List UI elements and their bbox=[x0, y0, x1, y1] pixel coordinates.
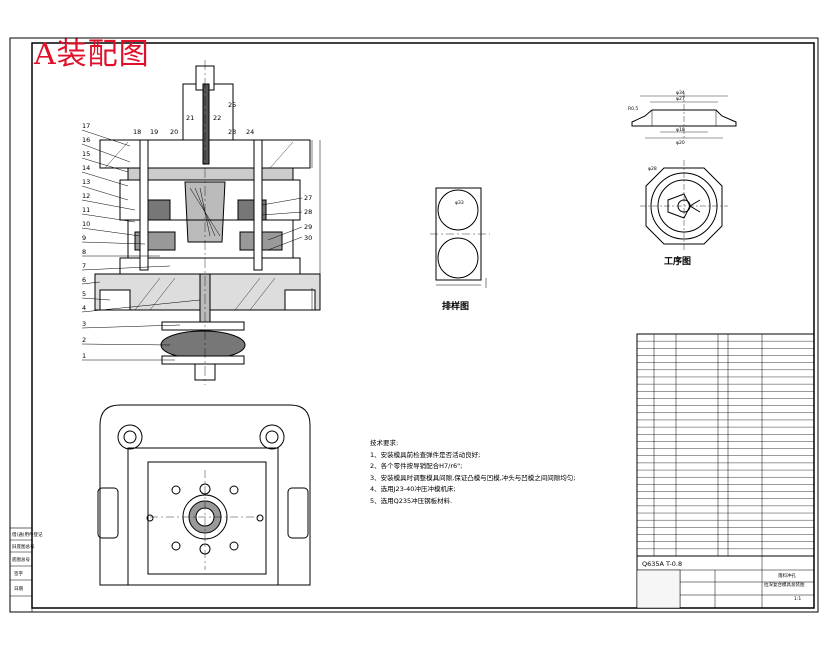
blank-diameter-label: φ33 bbox=[455, 200, 464, 206]
svg-text:21: 21 bbox=[186, 114, 194, 122]
svg-text:6: 6 bbox=[82, 276, 86, 284]
process-section-dims: φ34 φ27 φ18 φ20 R0.5 bbox=[628, 90, 685, 146]
svg-text:23: 23 bbox=[228, 128, 236, 136]
svg-text:27: 27 bbox=[304, 194, 312, 202]
drawing-scale: 1:1 bbox=[794, 596, 801, 602]
svg-text:2: 2 bbox=[82, 336, 86, 344]
svg-text:φ20: φ20 bbox=[676, 140, 685, 146]
svg-text:10: 10 bbox=[82, 220, 90, 228]
process-side-dim: φ28 bbox=[648, 166, 657, 172]
svg-text:日期: 日期 bbox=[14, 586, 23, 592]
svg-text:3: 3 bbox=[82, 320, 86, 328]
drawing-number: Q635A T-0.8 bbox=[642, 560, 682, 568]
technical-notes-heading: 技术要求: bbox=[370, 439, 399, 447]
svg-text:11: 11 bbox=[82, 206, 90, 214]
svg-text:30: 30 bbox=[304, 234, 312, 242]
plan-view bbox=[97, 404, 311, 586]
svg-text:16: 16 bbox=[82, 136, 90, 144]
svg-text:9: 9 bbox=[82, 234, 86, 242]
svg-text:4: 4 bbox=[82, 304, 86, 312]
right-part-numbers: 27 28 29 30 bbox=[261, 194, 312, 251]
svg-text:22: 22 bbox=[213, 114, 221, 122]
left-part-numbers: 17 16 15 14 13 12 11 10 9 8 7 6 5 4 3 2 … bbox=[82, 122, 90, 360]
svg-text:28: 28 bbox=[304, 208, 312, 216]
top-part-numbers: 18 19 20 21 22 23 24 25 bbox=[133, 101, 254, 136]
left-margin-labels: 借(通)用件登记 旧底图总号 底图总号 签字 日期 bbox=[12, 531, 43, 592]
blank-layout-view bbox=[430, 187, 490, 288]
svg-text:7: 7 bbox=[82, 262, 86, 270]
svg-text:φ18: φ18 bbox=[676, 127, 685, 133]
svg-text:29: 29 bbox=[304, 223, 312, 231]
svg-text:φ34: φ34 bbox=[676, 90, 685, 96]
svg-text:旧底图总号: 旧底图总号 bbox=[12, 543, 35, 550]
left-margin-strip bbox=[9, 527, 33, 613]
technical-note-2: 2、各个零件按导销配合H7/r6"; bbox=[370, 462, 463, 470]
blank-layout-caption: 排样图 bbox=[442, 300, 469, 312]
process-plan-view bbox=[640, 160, 728, 252]
technical-note-5: 5、选用Q235冲压钢板材料. bbox=[370, 496, 453, 505]
technical-note-3: 3、安装模具时调整模具间隙,保证凸模与凹模,冲头与凹模之间间隙均匀; bbox=[370, 473, 576, 482]
svg-text:5: 5 bbox=[82, 290, 86, 298]
left-leader-lines bbox=[81, 129, 201, 361]
svg-text:15: 15 bbox=[82, 150, 90, 158]
drawing-name-line2: 拉深复合模具总装图 bbox=[764, 581, 805, 588]
svg-text:底图总号: 底图总号 bbox=[12, 556, 30, 563]
svg-text:φ27: φ27 bbox=[676, 96, 685, 102]
svg-text:18: 18 bbox=[133, 128, 141, 136]
svg-text:8: 8 bbox=[82, 248, 86, 256]
svg-text:25: 25 bbox=[228, 101, 236, 109]
outer-border bbox=[9, 37, 819, 613]
technical-note-4: 4、选用J23-40冲压冲模机床; bbox=[370, 485, 456, 493]
svg-text:17: 17 bbox=[82, 122, 90, 130]
inner-border bbox=[31, 42, 815, 609]
svg-text:24: 24 bbox=[246, 128, 254, 136]
main-section-view bbox=[94, 60, 321, 385]
technical-note-1: 1、安装模具前检查弹件是否活动良好; bbox=[370, 450, 481, 459]
svg-text:1: 1 bbox=[82, 352, 86, 360]
svg-text:19: 19 bbox=[150, 128, 158, 136]
drawing-name-line1: 落料冲孔 bbox=[778, 572, 796, 579]
title-block bbox=[636, 555, 815, 609]
svg-text:14: 14 bbox=[82, 164, 90, 172]
parts-list-rows bbox=[637, 340, 814, 550]
technical-notes: 技术要求: 1、安装模具前检查弹件是否活动良好; 2、各个零件按导销配合H7/r… bbox=[370, 438, 575, 507]
drawing-title: A装配图 bbox=[34, 37, 150, 72]
svg-text:13: 13 bbox=[82, 178, 90, 186]
svg-text:20: 20 bbox=[170, 128, 178, 136]
svg-text:R0.5: R0.5 bbox=[628, 106, 638, 112]
process-section-view bbox=[631, 92, 737, 140]
parts-list-table bbox=[636, 333, 815, 557]
svg-text:借(通)用件登记: 借(通)用件登记 bbox=[12, 531, 43, 538]
svg-text:签字: 签字 bbox=[14, 570, 23, 577]
svg-text:12: 12 bbox=[82, 192, 90, 200]
process-caption: 工序图 bbox=[664, 255, 691, 267]
